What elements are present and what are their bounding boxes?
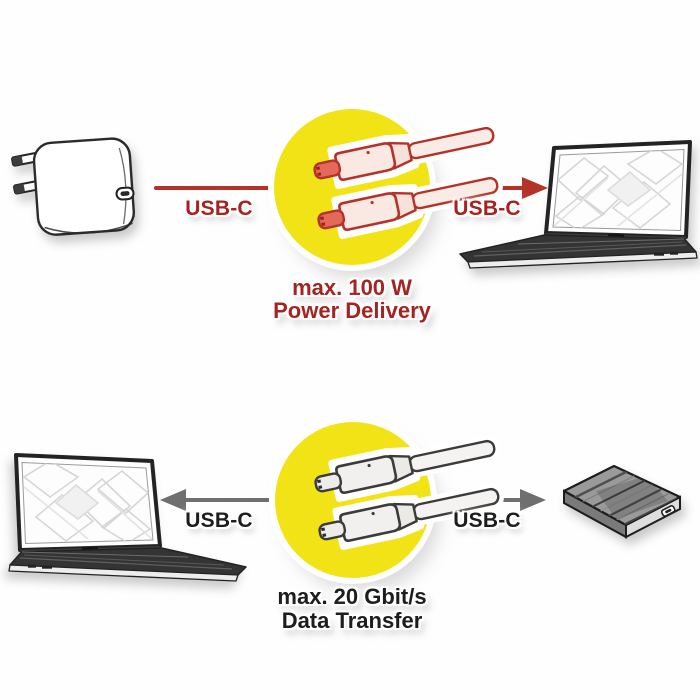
usb-c-cable-pair-icon — [314, 435, 504, 550]
usb-c-label: USB-C — [453, 509, 521, 532]
arrowhead-right-icon — [522, 177, 548, 199]
caption-line: max. 100 W — [292, 275, 412, 300]
arrowhead-left-icon — [160, 489, 186, 511]
laptop-icon — [458, 138, 698, 273]
caption-line: Data Transfer — [281, 608, 423, 633]
usb-c-label: USB-C — [185, 509, 253, 532]
power-adapter-icon — [11, 133, 144, 243]
caption-line: max. 20 Gbit/s — [277, 584, 427, 609]
data-caption: max. 20 Gbit/s Data Transfer — [212, 585, 492, 633]
caption-line: Power Delivery — [273, 298, 431, 323]
usb-c-cable-pair-icon — [313, 122, 503, 239]
external-drive-icon — [556, 461, 686, 541]
arrowhead-right-icon — [520, 489, 546, 511]
usb-c-label: USB-C — [453, 197, 521, 220]
power-caption: max. 100 W Power Delivery — [212, 276, 492, 322]
laptop-icon — [8, 451, 248, 586]
usb-c-label: USB-C — [185, 197, 253, 220]
